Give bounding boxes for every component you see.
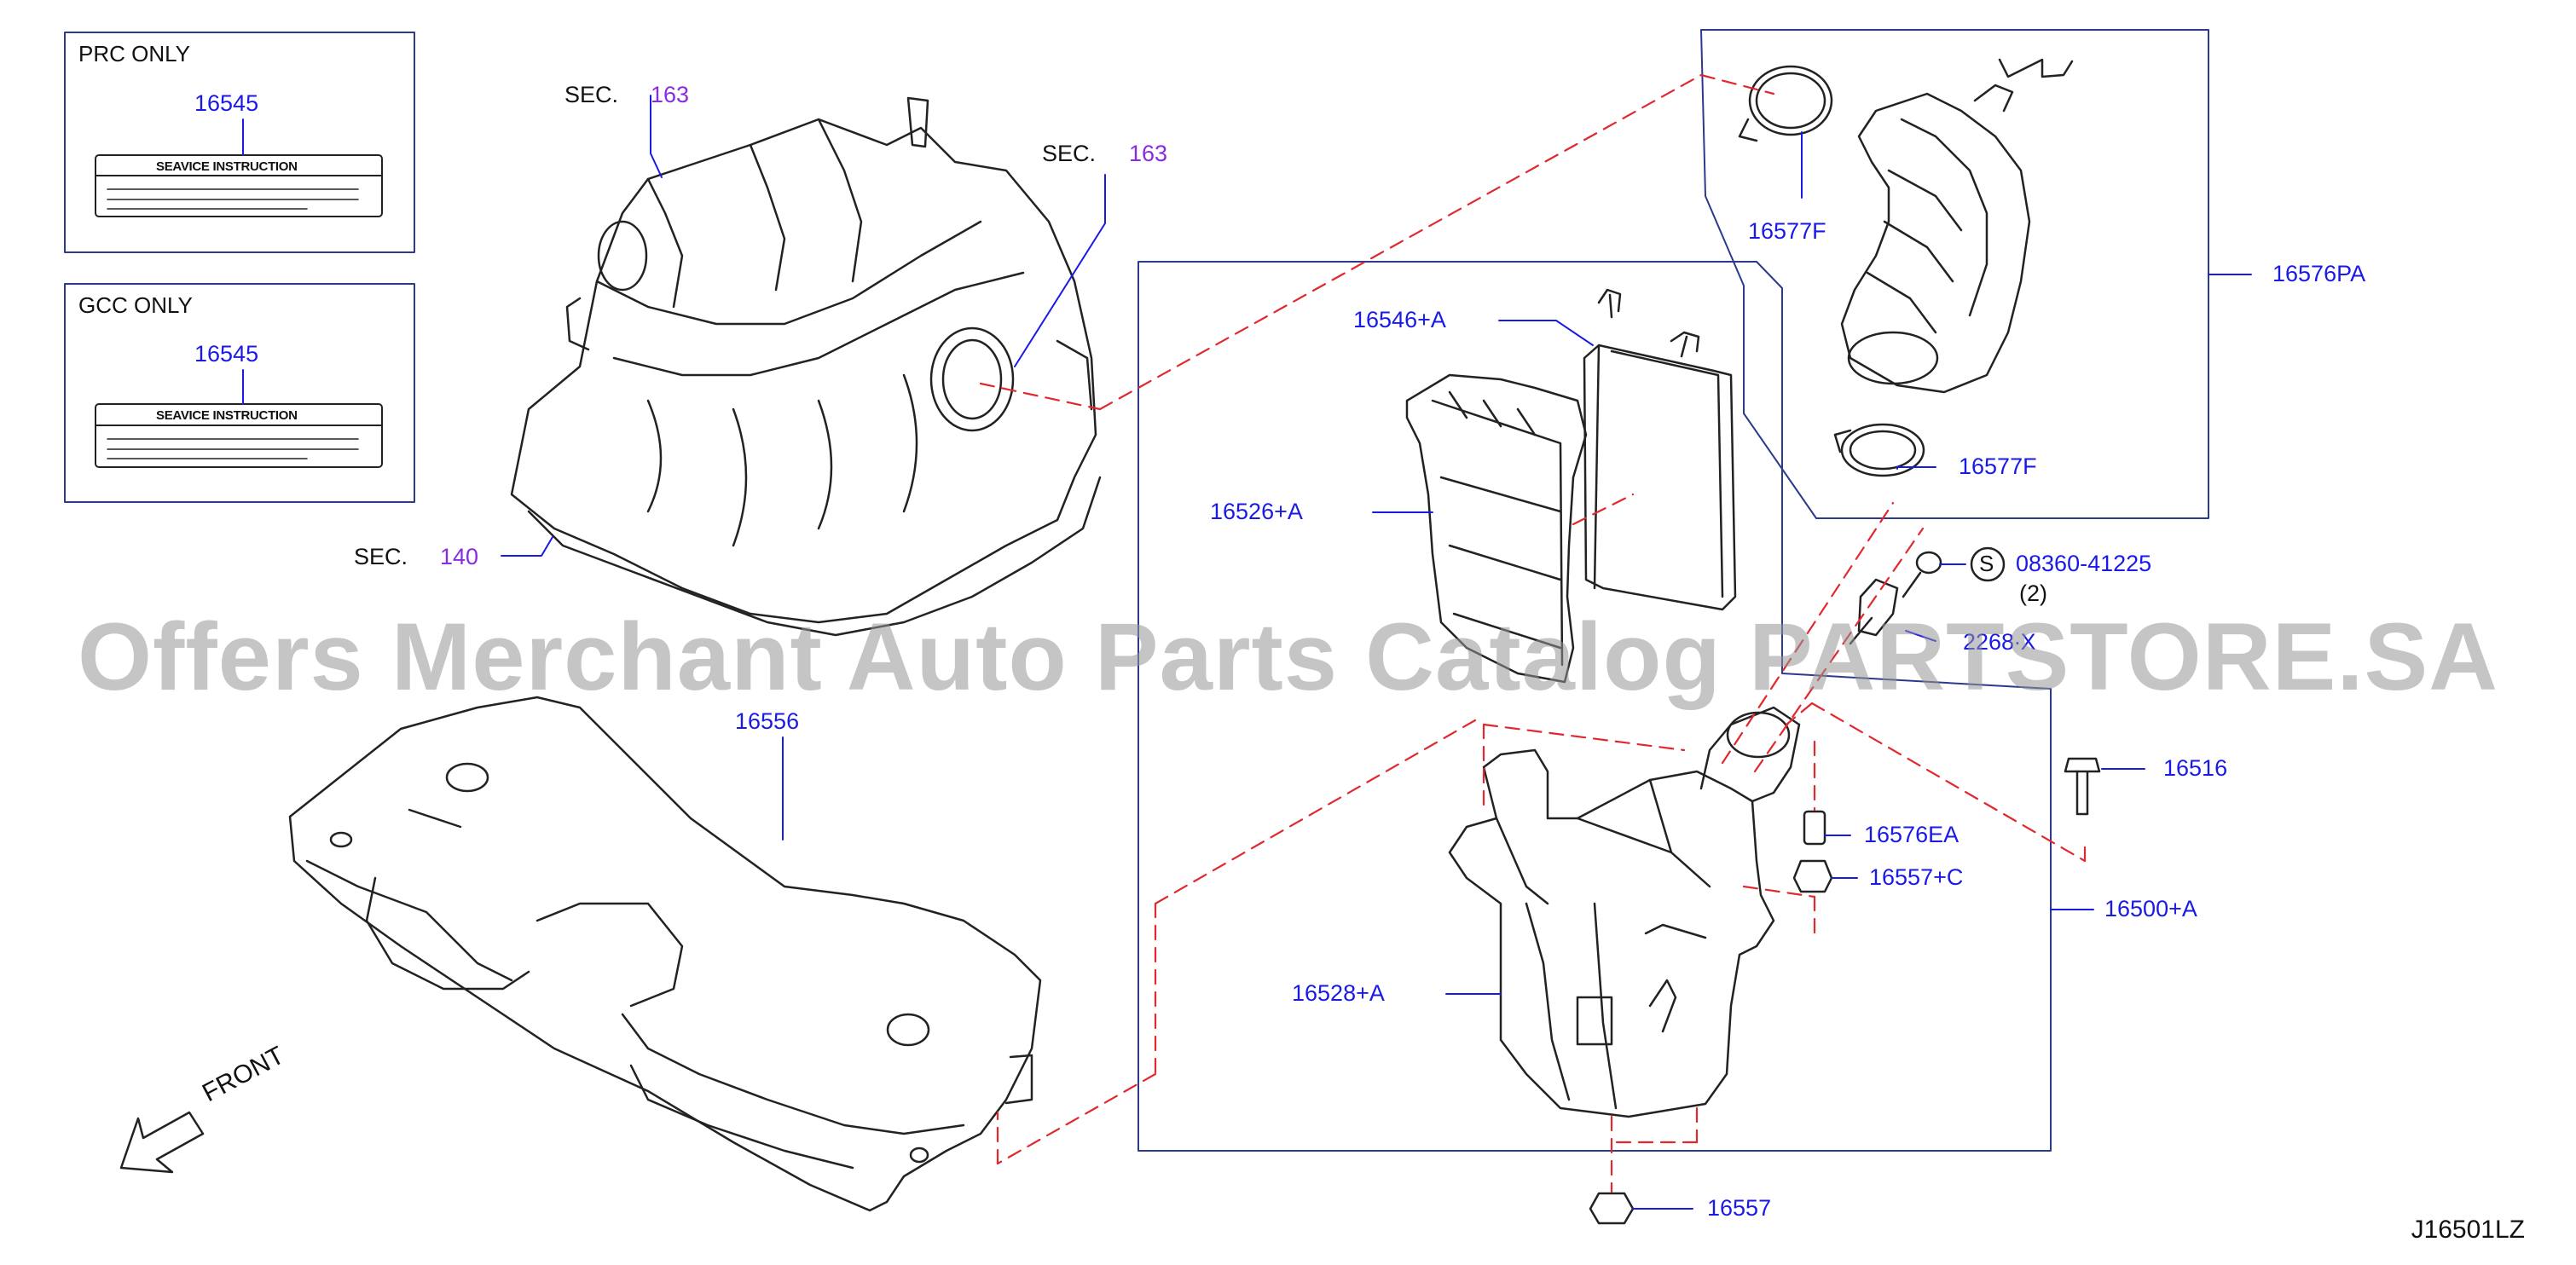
case-outlet-neck — [1699, 706, 1801, 803]
part-08360-quantity: (2) — [2019, 581, 2047, 606]
part-leaders — [1372, 131, 2252, 1210]
assembly-guide-lines — [979, 73, 2087, 1193]
part-16576PA[interactable]: 16576PA — [2272, 261, 2366, 286]
air-duct-frame — [1700, 29, 2209, 519]
prc-only-title: PRC ONLY — [78, 41, 190, 66]
part-16526A[interactable]: 16526+A — [1210, 499, 1303, 524]
filter-element-holder — [1405, 373, 1588, 684]
engine-cover — [288, 696, 1042, 1212]
part-08360-41225[interactable]: 08360-41225 — [2016, 551, 2152, 576]
air-cleaner-assembly-frame — [1137, 261, 2052, 1152]
part-16557C[interactable]: 16557+C — [1869, 864, 1964, 890]
sec-prefix-2: SEC. — [1042, 141, 1097, 166]
sec-number-2[interactable]: 163 — [1129, 141, 1168, 166]
bolt — [2064, 757, 2101, 816]
front-arrow-icon — [119, 1111, 205, 1174]
sec-number-3[interactable]: 140 — [440, 544, 479, 569]
part-16500A[interactable]: 16500+A — [2104, 896, 2197, 921]
air-cleaner-lower-case — [1448, 748, 1775, 1118]
prc-only-box — [64, 32, 415, 253]
part-16577F-top[interactable]: 16577F — [1748, 218, 1826, 244]
airflow-sensor — [1849, 551, 1942, 645]
gcc-only-box — [64, 283, 415, 503]
gcc-part-number[interactable]: 16545 — [194, 341, 259, 367]
hose-clamps — [1738, 65, 1925, 477]
manifold-leaders — [501, 95, 1106, 557]
diagram-code: J16501LZ — [2411, 1216, 2525, 1244]
service-instruction-label-1 — [95, 118, 383, 217]
part-16556[interactable]: 16556 — [735, 708, 800, 734]
gcc-instruction-label: SEAVICE INSTRUCTION — [156, 408, 298, 423]
air-duct — [1840, 58, 2074, 394]
air-filter-element — [1583, 344, 1737, 611]
sec-prefix-3: SEC. — [354, 544, 408, 569]
service-instruction-label-2 — [95, 369, 383, 468]
clips — [1597, 288, 1700, 358]
part-16528A[interactable]: 16528+A — [1292, 980, 1385, 1006]
part-16546A[interactable]: 16546+A — [1353, 307, 1446, 332]
part-16576EA[interactable]: 16576EA — [1864, 822, 1959, 847]
standard-part-symbol-circle — [1970, 546, 2006, 582]
standard-part-symbol: S — [1979, 551, 1994, 576]
intake-manifold — [510, 96, 1102, 637]
part-16577F-bottom[interactable]: 16577F — [1959, 453, 2037, 479]
grommets — [1589, 810, 1833, 1225]
sec-number-1[interactable]: 163 — [651, 82, 690, 107]
watermark: Offers Merchant Auto Parts Catalog PARTS… — [77, 604, 2499, 710]
part-16516[interactable]: 16516 — [2163, 755, 2228, 781]
prc-instruction-label: SEAVICE INSTRUCTION — [156, 159, 298, 174]
sec-prefix-1: SEC. — [564, 82, 619, 107]
part-16557[interactable]: 16557 — [1707, 1195, 1772, 1221]
part-2268X[interactable]: 2268∙X — [1963, 629, 2036, 655]
gcc-only-title: GCC ONLY — [78, 292, 193, 318]
prc-part-number[interactable]: 16545 — [194, 90, 259, 116]
